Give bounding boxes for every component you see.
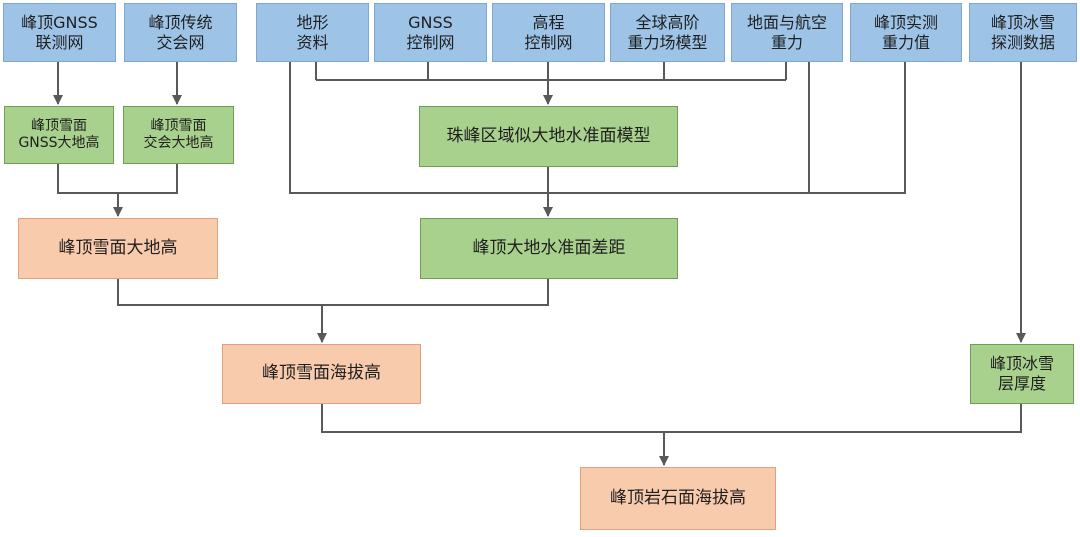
rock-surface-elevation-box: 峰顶岩石面海拔高 [580,467,776,530]
gnss-control-box: GNSS 控制网 [374,3,487,62]
leveling-control-box: 高程 控制网 [492,3,605,62]
geoid-separation-box: 峰顶大地水准面差距 [420,218,678,279]
snow-surface-elevation-box: 峰顶雪面海拔高 [222,344,421,404]
traditional-network-box: 峰顶传统 交会网 [124,3,237,62]
snow-surface-geodetic-height-box: 峰顶雪面大地高 [18,218,218,279]
gnss-network-box: 峰顶GNSS 联测网 [3,3,116,62]
snow-depth-box: 峰顶冰雪 层厚度 [970,344,1074,404]
ground-airborne-gravity-box: 地面与航空 重力 [731,3,843,62]
summit-gravity-box: 峰顶实测 重力值 [850,3,962,62]
global-gravity-model-box: 全球高阶 重力场模型 [610,3,725,62]
gnss-height-box: 峰顶雪面 GNSS大地高 [4,106,114,164]
intersection-height-box: 峰顶雪面 交会大地高 [123,106,234,164]
quasigeoid-model-box: 珠峰区域似大地水准面模型 [419,106,678,167]
ice-snow-radar-box: 峰顶冰雪 探测数据 [969,3,1077,62]
terrain-box: 地形 资料 [256,3,369,62]
